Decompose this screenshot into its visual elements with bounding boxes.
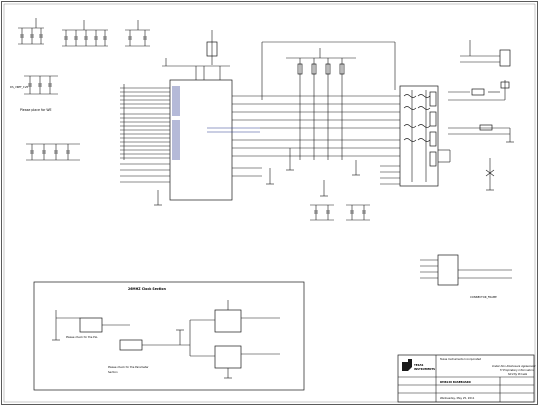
ic-power-stubs <box>162 30 230 80</box>
sheet-inner-border <box>3 3 536 403</box>
magnetics-led-pins <box>380 149 451 185</box>
banner-line2: TI Proprietary Information <box>500 368 534 372</box>
ti-brand-line2: INSTRUMENTS <box>414 367 435 371</box>
ti-logo-icon <box>402 359 412 371</box>
clock-section: 26MHZ Clock Section Please check for the… <box>33 281 305 391</box>
left-lower-cap-bank <box>26 143 80 161</box>
title-block: TEXAS INSTRUMENTS Texas Instruments Inco… <box>397 354 537 403</box>
right-upper-connector <box>460 40 511 67</box>
lower-right-connector: CONNECTOR_FRAME <box>420 254 512 299</box>
mid-lower-caps <box>310 204 370 221</box>
phy-ic <box>120 79 270 206</box>
clock-section-title: 26MHZ Clock Section <box>128 287 167 291</box>
banner-line3: Strictly Private <box>508 372 527 376</box>
decoupling-group-2 <box>62 20 108 47</box>
top-bus-lines <box>261 41 396 100</box>
right-transistor <box>485 158 495 191</box>
project-name: DM8148 BASEBOARD <box>440 380 472 384</box>
magnetics-module <box>399 85 439 187</box>
left-cap-block: DS_VREF_1V8 <box>10 75 58 95</box>
clock-note-left: Please check for the PLL <box>66 335 98 339</box>
clock-note-right-2: Section <box>108 370 118 374</box>
clock-note-right: Please check for the Parameter <box>108 365 150 369</box>
sheet-date: Wednesday, May 25, 2011 <box>440 396 475 400</box>
company-name: Texas Instruments Incorporated <box>440 357 481 361</box>
right-led-circuit <box>448 80 510 101</box>
differential-pairs <box>260 95 400 157</box>
decoupling-group-1 <box>18 18 44 45</box>
banner-line1: Under Non-Disclosure Agreement <box>492 364 537 368</box>
mid-ground-stubs <box>266 148 360 197</box>
bottom-connector-label: CONNECTOR_FRAME <box>470 295 497 299</box>
ti-brand-line1: TEXAS <box>414 363 424 367</box>
left-rail-label: DS_VREF_1V8 <box>10 85 28 89</box>
decoupling-group-3 <box>125 20 150 47</box>
place-note: Please place for WE <box>20 108 52 112</box>
right-mid-resistors <box>448 124 514 143</box>
